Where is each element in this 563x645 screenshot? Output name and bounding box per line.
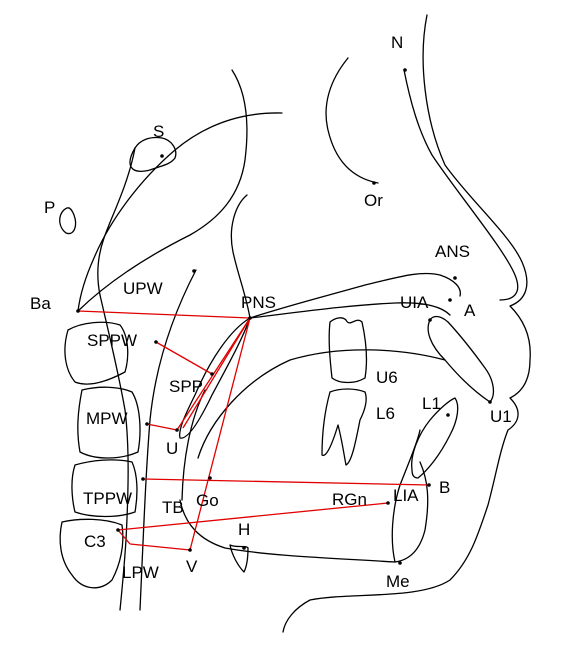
- label-tb: TB: [162, 498, 184, 517]
- label-l6: L6: [376, 404, 395, 423]
- label-ba: Ba: [30, 294, 51, 313]
- upper-molar-outline: [328, 317, 368, 384]
- n-point: [403, 68, 407, 72]
- palate-upper-outline: [249, 272, 461, 319]
- sppw-point: [154, 340, 158, 344]
- label-s: S: [153, 122, 164, 141]
- label-ans: ANS: [435, 242, 470, 261]
- mpw-u-line: [146, 423, 178, 431]
- c3-point: [116, 528, 120, 532]
- label-tppw: TPPW: [83, 489, 132, 508]
- u1-point: [488, 400, 492, 404]
- label-n: N: [391, 33, 403, 52]
- lower-molar-outline: [321, 388, 367, 466]
- label-l1: L1: [422, 394, 441, 413]
- orbit-outline: [325, 57, 379, 184]
- c3-lpw-v-line: [117, 529, 131, 545]
- sppw-spp-line: [155, 341, 213, 375]
- pns-v-line: [189, 317, 251, 551]
- upw-point: [192, 269, 196, 273]
- ans-point: [453, 276, 457, 280]
- v-point: [188, 548, 192, 552]
- c3-rgn-line: [117, 502, 389, 531]
- label-rgn: RGn: [332, 490, 367, 509]
- sella-turcica-outline: [129, 136, 177, 172]
- mandible-outline: [179, 461, 429, 563]
- atlas-outline: [64, 321, 129, 385]
- rgn-point: [386, 501, 390, 505]
- label-go: Go: [196, 491, 219, 510]
- cranial-base-outline: [77, 112, 283, 312]
- spp-point: [210, 372, 214, 376]
- c3-outline: [71, 459, 138, 518]
- soft-tissue-profile: [282, 14, 531, 633]
- c2-outline: [77, 386, 141, 459]
- label-me: Me: [386, 572, 410, 591]
- pns-point: [248, 316, 252, 320]
- landmark-labels: N S Or P ANS Ba UPW PNS UIA A SPPW U6 SP…: [30, 33, 512, 591]
- pns-u-line-b: [182, 317, 251, 429]
- label-c3: C3: [84, 532, 106, 551]
- landmark-points: [76, 68, 492, 565]
- h-point: [242, 546, 246, 550]
- b-point: [427, 483, 431, 487]
- label-v: V: [186, 557, 198, 576]
- label-b: B: [439, 478, 450, 497]
- ba-point: [76, 309, 80, 313]
- ramus-outline: [181, 389, 206, 501]
- lpw-v-line: [129, 543, 191, 551]
- a-point: [448, 298, 452, 302]
- nasal-bone-outline: [403, 69, 519, 301]
- posterior-skull-outline: [77, 69, 248, 312]
- label-p: P: [44, 198, 55, 217]
- c4-outline: [59, 518, 124, 589]
- uia-point: [428, 318, 432, 322]
- label-or: Or: [364, 191, 383, 210]
- porion-outline: [59, 207, 77, 235]
- ba-pns-line: [77, 310, 251, 319]
- label-u: U: [166, 439, 178, 458]
- upper-incisor-outline: [427, 315, 495, 403]
- label-u1: U1: [490, 407, 512, 426]
- soft-palate-outline: [179, 317, 251, 439]
- label-lia: LIA: [393, 486, 419, 505]
- pterygoid-outline: [230, 194, 251, 319]
- anterior-pharyngeal-wall: [139, 269, 197, 611]
- tppw-b-line: [142, 478, 430, 486]
- me-point: [398, 561, 402, 565]
- label-h: H: [238, 520, 250, 539]
- mpw-point: [145, 422, 149, 426]
- label-sppw: SPPW: [87, 331, 137, 350]
- label-upw: UPW: [123, 279, 163, 298]
- or-point: [372, 181, 376, 185]
- tppw-point: [141, 477, 145, 481]
- label-lpw: LPW: [122, 563, 159, 582]
- l1-point: [446, 413, 450, 417]
- hyoid-outline: [229, 544, 249, 573]
- tongue-outline: [197, 349, 446, 459]
- label-pns: PNS: [241, 293, 276, 312]
- palate-lower-outline: [249, 302, 451, 319]
- go-point: [208, 476, 212, 480]
- label-uia: UIA: [400, 293, 429, 312]
- clivus-outline: [97, 147, 136, 296]
- label-spp: SPP: [169, 377, 203, 396]
- s-point: [160, 154, 164, 158]
- anatomical-outlines: [59, 14, 531, 633]
- u-point: [175, 428, 179, 432]
- label-u6: U6: [376, 368, 398, 387]
- posterior-pharyngeal-wall: [99, 294, 129, 611]
- label-mpw: MPW: [86, 409, 128, 428]
- lower-incisor-outline: [411, 397, 459, 479]
- label-a: A: [464, 301, 476, 320]
